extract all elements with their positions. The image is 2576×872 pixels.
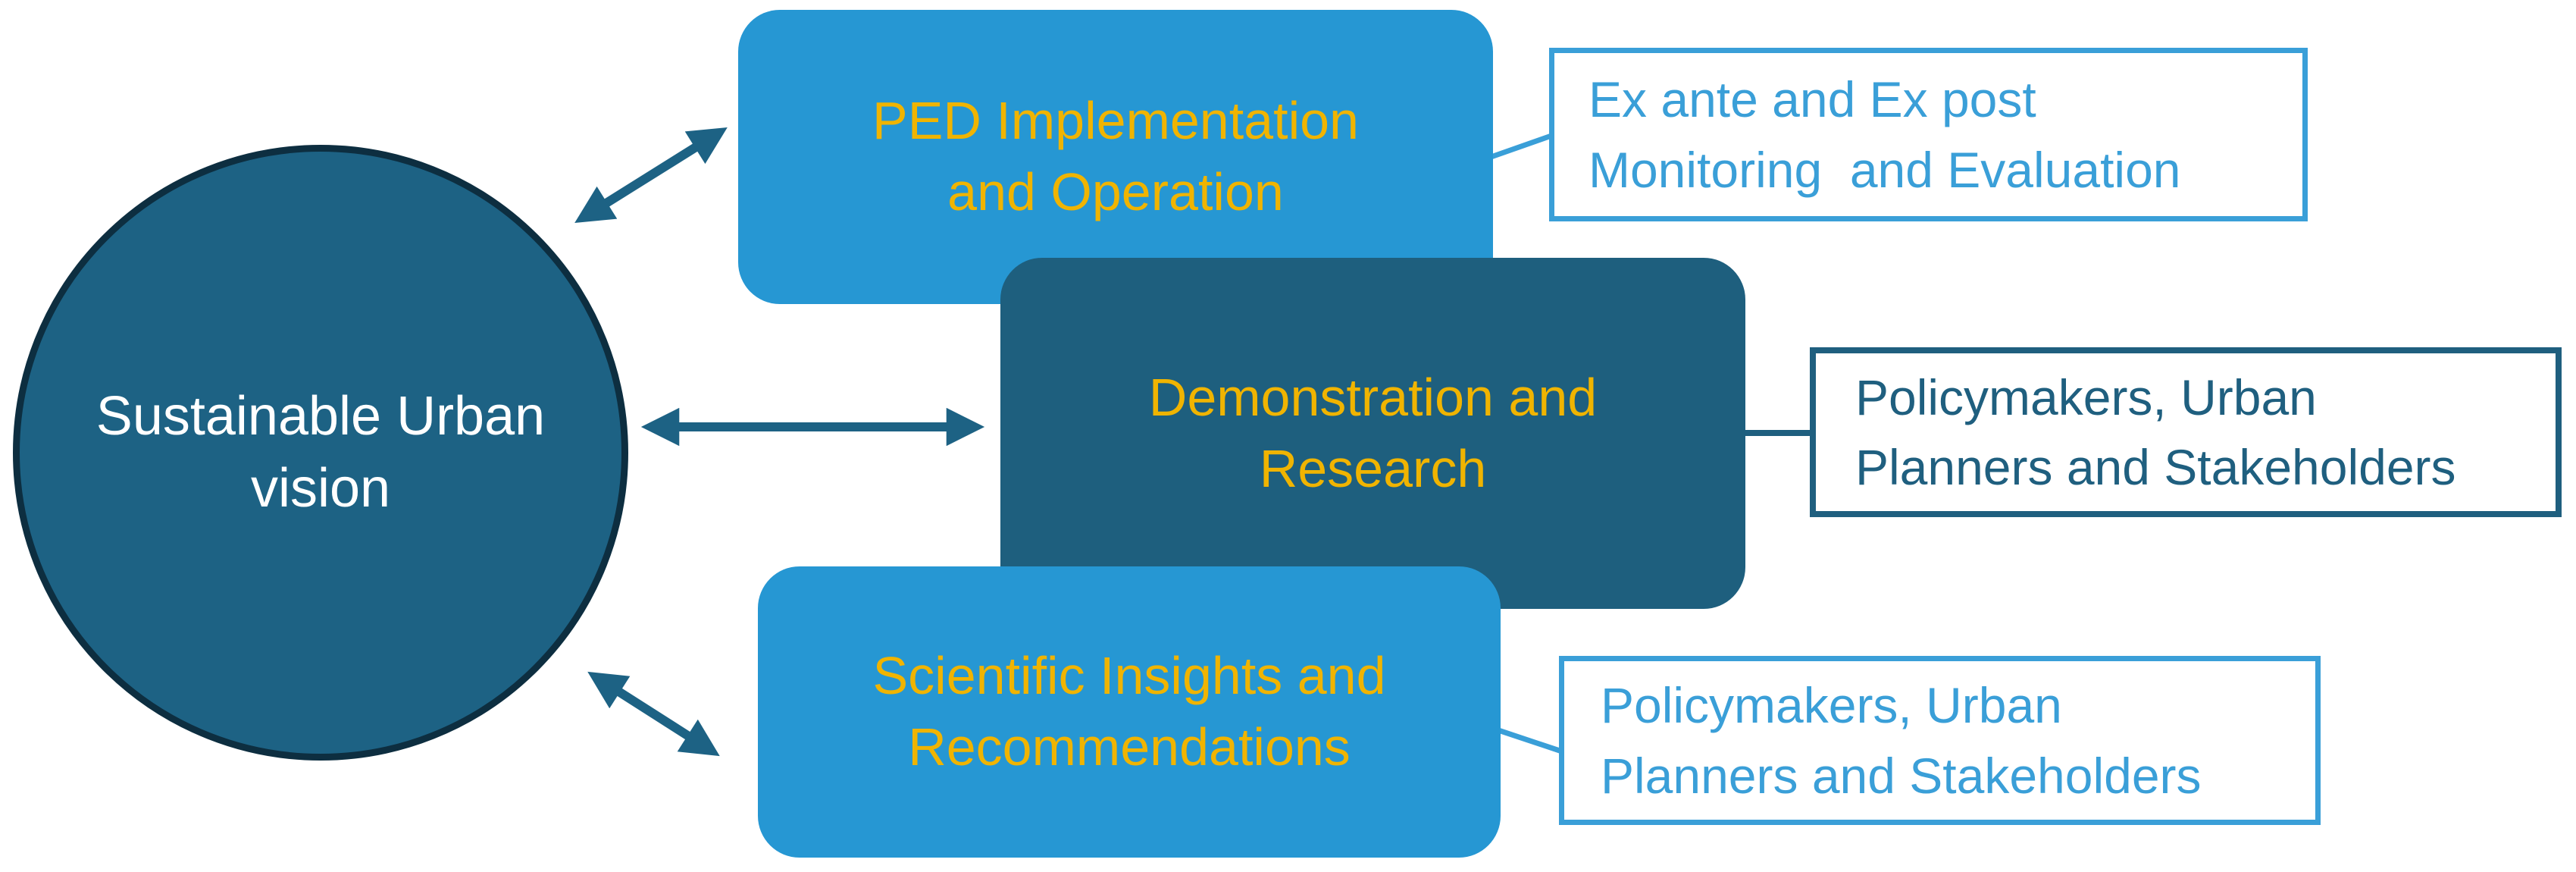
vision-circle-label-line1: Sustainable Urban bbox=[95, 385, 546, 447]
node-ped-label-line1: PED Implementation bbox=[872, 91, 1359, 151]
node-demo-label-line1: Demonstration and bbox=[1148, 367, 1598, 427]
node-scientific-insights: Scientific Insights and Recommendations bbox=[758, 566, 1501, 858]
node-ped-implementation: PED Implementation and Operation bbox=[738, 10, 1493, 304]
vision-circle-node: Sustainable Urban vision bbox=[13, 145, 628, 761]
note-policy-bottom-line2: Planners and Stakeholders bbox=[1601, 747, 2202, 804]
node-ped-label-line2: and Operation bbox=[947, 162, 1284, 221]
node-demo-label-line2: Research bbox=[1259, 438, 1487, 498]
node-demonstration-research: Demonstration and Research bbox=[1000, 258, 1745, 609]
note-policy-mid-line2: Planners and Stakeholders bbox=[1855, 439, 2456, 495]
connector-line-bottom bbox=[1492, 726, 1563, 754]
note-policy-bottom-line1: Policymakers, Urban bbox=[1601, 677, 2062, 734]
node-sci-label-line2: Recommendations bbox=[908, 717, 1351, 776]
note-policymakers-middle: Policymakers, Urban Planners and Stakeho… bbox=[1810, 347, 2562, 517]
note-policy-mid-line1: Policymakers, Urban bbox=[1855, 369, 2317, 425]
vision-circle-label-line2: vision bbox=[250, 458, 391, 519]
node-sci-label-line1: Scientific Insights and bbox=[872, 646, 1386, 706]
note-monitoring-line1: Ex ante and Ex post bbox=[1588, 71, 2036, 128]
note-monitoring-line2: Monitoring and Evaluation bbox=[1588, 141, 2181, 198]
note-monitoring-evaluation: Ex ante and Ex post Monitoring and Evalu… bbox=[1549, 48, 2308, 221]
note-policymakers-bottom: Policymakers, Urban Planners and Stakeho… bbox=[1559, 656, 2321, 825]
double-arrow-icon-bottom bbox=[587, 671, 720, 757]
double-arrow-icon-top bbox=[574, 127, 728, 224]
connector-line-top bbox=[1481, 133, 1553, 163]
